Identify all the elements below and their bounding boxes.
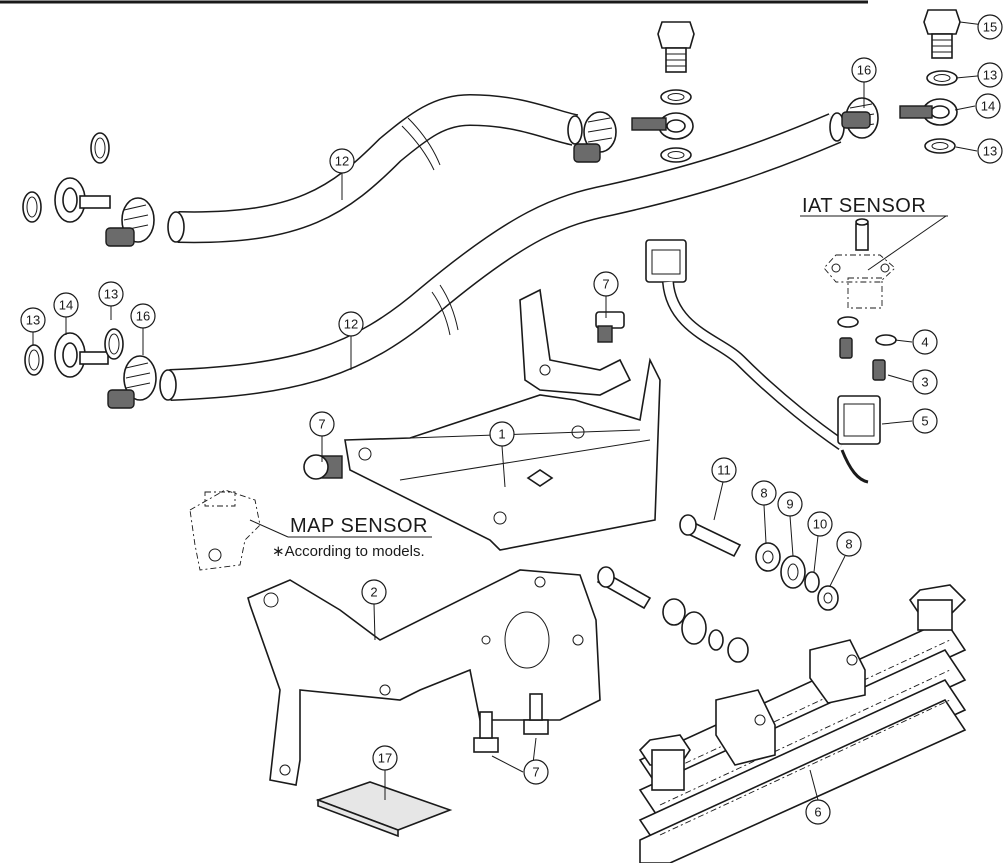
callout-16-left: 16 xyxy=(130,303,156,329)
bolt-7-left xyxy=(303,454,343,480)
callout-8-left: 8 xyxy=(751,480,777,506)
svg-text:13: 13 xyxy=(104,287,118,302)
svg-text:14: 14 xyxy=(981,99,995,114)
bolt-11-assembly xyxy=(679,514,839,611)
svg-text:13: 13 xyxy=(983,68,997,83)
svg-text:6: 6 xyxy=(814,805,821,820)
callout-11: 11 xyxy=(711,457,737,483)
svg-text:1: 1 xyxy=(498,427,505,442)
svg-text:14: 14 xyxy=(59,298,73,313)
svg-text:3: 3 xyxy=(921,375,928,390)
svg-text:17: 17 xyxy=(378,751,392,766)
svg-text:7: 7 xyxy=(602,277,609,292)
hose-upper xyxy=(167,93,583,244)
svg-text:5: 5 xyxy=(921,414,928,429)
callout-14-left: 14 xyxy=(53,292,79,318)
iat-sensor xyxy=(823,218,897,381)
callout-17: 17 xyxy=(372,745,398,771)
callout-7-bottom: 7 xyxy=(523,759,549,785)
callout-8-right: 8 xyxy=(836,531,862,557)
svg-text:16: 16 xyxy=(136,309,150,324)
callout-15: 15 xyxy=(977,14,1003,40)
callout-13-right-bottom: 13 xyxy=(977,138,1003,164)
svg-text:10: 10 xyxy=(813,517,827,532)
svg-text:8: 8 xyxy=(845,537,852,552)
right-top-fitting xyxy=(841,9,961,154)
svg-text:2: 2 xyxy=(370,585,377,600)
svg-text:12: 12 xyxy=(335,154,349,169)
svg-text:16: 16 xyxy=(857,63,871,78)
svg-text:15: 15 xyxy=(983,20,997,35)
bolt-7-top xyxy=(595,311,625,343)
svg-text:13: 13 xyxy=(983,144,997,159)
left-upper-fitting xyxy=(22,132,155,247)
map-sensor-label: MAP SENSOR xyxy=(290,515,428,537)
pad-17 xyxy=(315,781,453,838)
oil-cooler xyxy=(638,584,967,863)
svg-text:4: 4 xyxy=(921,335,928,350)
svg-text:12: 12 xyxy=(344,317,358,332)
svg-text:8: 8 xyxy=(760,486,767,501)
map-sensor xyxy=(189,489,261,571)
callout-6: 6 xyxy=(805,799,831,825)
callout-13-right-top: 13 xyxy=(977,62,1003,88)
svg-text:7: 7 xyxy=(318,417,325,432)
bracket-2 xyxy=(247,569,601,786)
callout-4: 4 xyxy=(912,329,938,355)
callout-3: 3 xyxy=(912,369,938,395)
callout-9: 9 xyxy=(777,491,803,517)
callout-12-lower: 12 xyxy=(338,311,364,337)
hose-lower xyxy=(159,112,845,401)
svg-text:11: 11 xyxy=(717,463,731,478)
callout-13-mid: 13 xyxy=(98,281,124,307)
bolt-spacer-assembly-lower xyxy=(596,566,749,663)
callout-12-upper: 12 xyxy=(329,148,355,174)
callout-13-left: 13 xyxy=(20,307,46,333)
callout-14-right: 14 xyxy=(975,93,1001,119)
callout-5: 5 xyxy=(912,408,938,434)
callout-2: 2 xyxy=(361,579,387,605)
callout-1: 1 xyxy=(489,421,515,447)
svg-text:13: 13 xyxy=(26,313,40,328)
svg-text:7: 7 xyxy=(532,765,539,780)
callout-7-top: 7 xyxy=(593,271,619,297)
sensor-harness xyxy=(645,239,881,484)
map-sensor-note: ∗According to models. xyxy=(272,543,425,560)
svg-text:9: 9 xyxy=(786,497,793,512)
center-top-fitting xyxy=(573,21,695,163)
callout-16-right: 16 xyxy=(851,57,877,83)
callout-7-left: 7 xyxy=(309,411,335,437)
callout-10: 10 xyxy=(807,511,833,537)
left-lower-fitting xyxy=(24,328,157,409)
bolts-7-bottom xyxy=(473,693,549,753)
leader-lines xyxy=(32,21,1001,801)
iat-sensor-label: IAT SENSOR xyxy=(802,195,926,217)
